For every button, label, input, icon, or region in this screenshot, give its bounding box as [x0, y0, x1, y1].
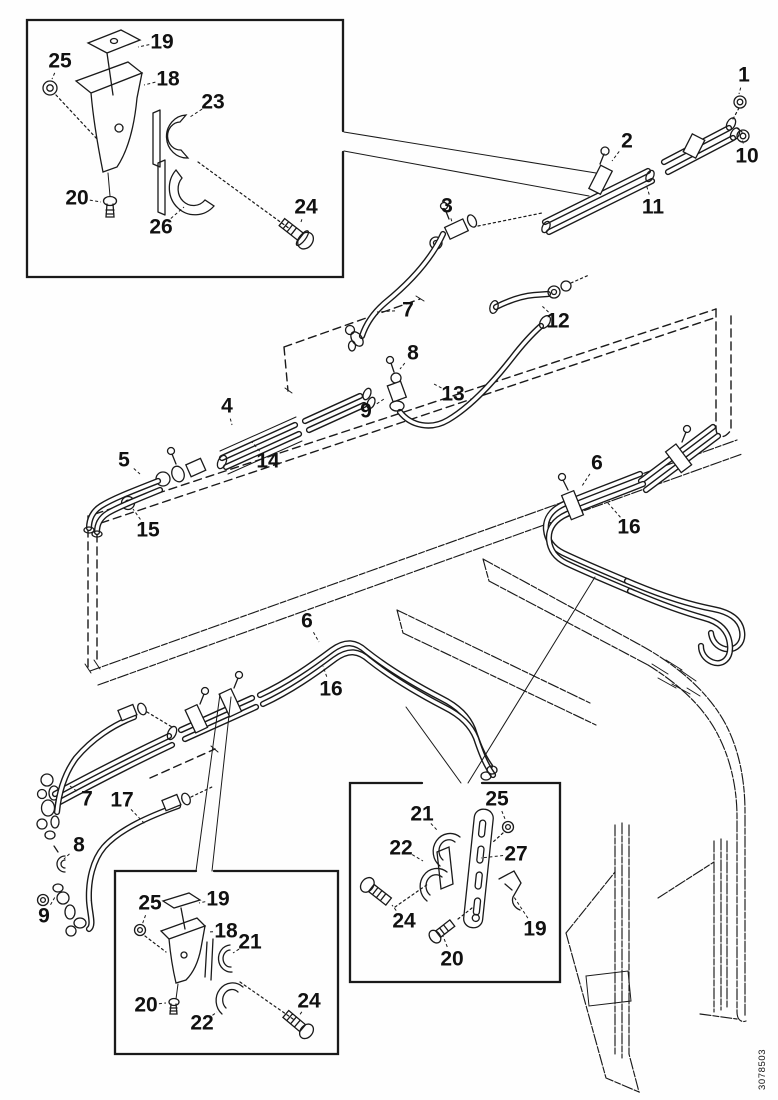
callout-leader — [158, 1002, 167, 1005]
tube-assembly-upper — [429, 95, 750, 315]
callout-label: 5 — [118, 449, 130, 472]
callout-label: 24 — [297, 990, 321, 1013]
callout-leader — [130, 809, 147, 826]
callout-leader — [322, 665, 328, 677]
callout-leader — [300, 219, 303, 223]
inset-box-bottom-center — [348, 576, 596, 984]
callout-leader — [189, 108, 203, 118]
callout-leader — [198, 901, 206, 904]
callout-leader — [513, 896, 529, 919]
callout-label: 15 — [136, 519, 160, 542]
callout-leader — [501, 810, 506, 820]
callout-label: 27 — [504, 843, 527, 866]
callout-label: 22 — [389, 837, 412, 860]
callout-label: 20 — [440, 948, 463, 971]
callout-label: 24 — [392, 910, 416, 933]
callout-label: 25 — [48, 50, 72, 73]
callout-label: 16 — [319, 678, 342, 701]
tube-assembly-right — [542, 423, 746, 667]
callout-leader — [480, 854, 504, 859]
callout-leader — [645, 183, 650, 195]
tube-assembly-lower — [36, 640, 498, 840]
callout-leader — [69, 785, 77, 792]
callout-label: 17 — [110, 789, 133, 812]
callout-leader — [433, 383, 442, 389]
callout-leader — [391, 904, 397, 911]
inset-box-bottom-left — [113, 693, 340, 1056]
callout-leader — [212, 1011, 218, 1016]
callout-label: 20 — [65, 187, 88, 210]
callout-label: 26 — [149, 216, 172, 239]
callout-label: 12 — [546, 310, 569, 333]
callout-label: 18 — [156, 68, 180, 91]
callout-leader — [132, 508, 141, 520]
callout-label: 25 — [138, 892, 162, 915]
callout-leader — [143, 81, 156, 86]
callout-label: 9 — [360, 400, 372, 423]
callout-label: 25 — [485, 788, 509, 811]
callout-leader — [442, 935, 448, 948]
callout-label: 7 — [81, 788, 93, 811]
callout-label: 18 — [214, 920, 238, 943]
callout-label: 6 — [591, 452, 603, 475]
callout-label: 16 — [617, 516, 640, 539]
inset-box-top-left — [25, 18, 597, 279]
hose-assembly-lower — [36, 702, 215, 937]
callout-label: 23 — [201, 91, 224, 114]
callout-leader — [399, 362, 406, 370]
callout-leader — [313, 632, 320, 643]
frame-outline — [89, 439, 747, 1093]
callout-leader — [376, 398, 385, 405]
callout-label: 2 — [621, 130, 633, 153]
callout-leader — [298, 1011, 303, 1017]
callout-label: 21 — [238, 931, 262, 954]
callout-label: 11 — [642, 196, 665, 219]
callout-label: 1 — [738, 64, 750, 87]
callout-label: 6 — [301, 610, 313, 633]
callout-label: 8 — [407, 342, 419, 365]
callout-leader — [89, 199, 102, 203]
callout-leader — [738, 87, 742, 95]
callout-leader — [611, 151, 620, 162]
callout-leader — [133, 468, 141, 475]
callout-leader — [63, 853, 70, 860]
callout-label: 9 — [38, 905, 50, 928]
callout-label: 21 — [410, 803, 434, 826]
callout-label: 14 — [256, 450, 280, 473]
callout-leader — [411, 854, 424, 862]
callout-leader — [606, 501, 621, 518]
callout-label: 19 — [150, 31, 173, 54]
callout-label: 20 — [134, 994, 157, 1017]
callout-leader — [51, 72, 56, 80]
callout-leader — [430, 823, 438, 831]
callout-label: 4 — [221, 395, 233, 418]
callout-label: 10 — [735, 145, 758, 168]
dashed-panel-outline — [84, 295, 732, 779]
callout-leader — [540, 304, 549, 313]
callout-leader — [50, 896, 56, 905]
callout-label: 19 — [206, 888, 229, 911]
callout-leader — [741, 138, 744, 144]
callout-leader — [450, 218, 453, 223]
callout-leader — [229, 418, 233, 426]
tube-assembly-left — [83, 387, 376, 538]
callout-label: 19 — [523, 918, 546, 941]
callout-label: 24 — [294, 196, 318, 219]
callout-leader — [141, 915, 147, 926]
callout-label: 22 — [190, 1012, 213, 1035]
callout-leader — [251, 441, 261, 452]
callout-label: 13 — [441, 383, 464, 406]
callout-leader — [232, 948, 240, 954]
callout-leader — [137, 44, 150, 48]
callout-leader — [581, 473, 591, 487]
callout-label: 7 — [402, 299, 414, 322]
callout-label: 3 — [441, 195, 453, 218]
hose-assembly-upper — [344, 230, 552, 429]
callout-label: 8 — [73, 834, 85, 857]
callout-leader — [170, 206, 185, 219]
doc-number: 3078503 — [757, 1048, 768, 1090]
